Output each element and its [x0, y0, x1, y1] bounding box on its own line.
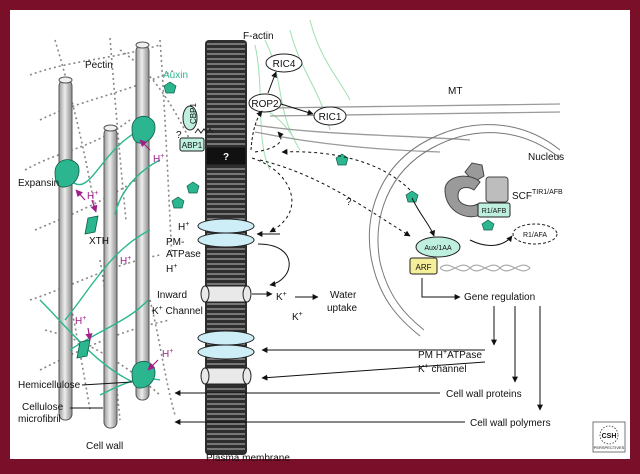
r1afb-label: R1/AFB — [482, 208, 507, 215]
hemicellulose-strands — [39, 129, 161, 396]
k-channel-lower-label: K+ channel — [418, 363, 467, 375]
abp1-question-label: ? — [176, 130, 182, 141]
hemicellulose-leader — [81, 381, 133, 386]
nucleus-envelope — [368, 124, 561, 337]
nucleus-label: Nucleus — [528, 152, 564, 163]
arf-label: ARF — [416, 263, 432, 272]
scf-complex — [444, 162, 511, 218]
svg-text:CSH: CSH — [602, 433, 617, 440]
plasma-membrane-label: Plasma membrane — [206, 453, 290, 464]
pm-h-atpase-label: PM H+ATPase — [418, 349, 482, 361]
ric4-shape — [265, 53, 303, 73]
abp1-label: ABP1 — [182, 141, 203, 150]
signal-question-label: ? — [346, 197, 352, 208]
hplus-label-pm: H+ — [178, 221, 189, 233]
proton-arrows — [75, 139, 159, 371]
hplus-wall-3: H+ — [120, 255, 131, 267]
rop2-label: ROP2 — [251, 99, 279, 110]
gene-regulation-label: Gene regulation — [464, 292, 535, 303]
abp1-linker — [194, 128, 214, 134]
aux1aa-label: Aux/1AA — [424, 245, 452, 252]
uptake-label: uptake — [327, 303, 357, 314]
ric4-label: RIC4 — [273, 59, 296, 70]
hplus-wall-2: H+ — [153, 153, 164, 165]
kplus-inside-label: K+ — [276, 291, 287, 303]
k-channel-label: K+ Channel — [152, 305, 203, 317]
ric1-label: RIC1 — [319, 112, 342, 123]
cellulose-label: Cellulose — [22, 402, 64, 413]
gene-regulation-arrow — [421, 278, 461, 300]
svg-text:PERSPECTIVES: PERSPECTIVES — [594, 445, 625, 450]
hplus-wall-1: H+ — [87, 190, 98, 202]
cell-wall-polymers-label: Cell wall polymers — [470, 418, 551, 429]
hplus-label-pm2: H+ — [166, 263, 177, 275]
rop-arrows — [250, 71, 314, 151]
atpase-to-channel-arrow — [257, 243, 290, 287]
unknown-receptor-label: ? — [223, 152, 229, 163]
unknown-receptor-box — [206, 147, 246, 165]
pm-atpase-top — [197, 218, 255, 248]
mt-label: MT — [448, 86, 462, 97]
expansin-label: Expansin — [18, 178, 59, 189]
hemicellulose-label: Hemicellulose — [18, 380, 81, 391]
auxin-label: Auxin — [163, 70, 188, 81]
water-label: Water — [330, 290, 357, 301]
signal-dashed-arrows — [251, 131, 411, 237]
downstream-arrows — [174, 306, 543, 425]
cell-wall-label: Cell wall — [86, 441, 123, 452]
pm-atpase-bottom — [197, 330, 255, 360]
auxin-to-aux1aa-arrow — [411, 197, 435, 237]
rop2-shape — [248, 93, 282, 113]
cell-wall-proteins-label: Cell wall proteins — [446, 389, 522, 400]
factin-label: F-actin — [243, 31, 274, 42]
pectin-label: Pectin — [85, 60, 113, 71]
degraded-r1afa-shape — [512, 223, 558, 245]
pm-atpase-label-1: PM- — [166, 237, 184, 248]
cbp1-label: CBP1 — [189, 103, 198, 124]
hplus-wall-4: H+ — [75, 315, 86, 327]
ric1-shape — [313, 106, 347, 126]
r1afa-label: R1/AFA — [523, 232, 547, 239]
microfibril-label: microfibril — [18, 414, 61, 425]
xth-label: XTH — [89, 236, 109, 247]
k-channel-bottom — [200, 367, 252, 385]
hplus-wall-5: H+ — [162, 348, 173, 360]
dna-helix — [439, 264, 531, 272]
scf-label: SCFTIR1/AFB — [512, 189, 563, 202]
arf-shape — [409, 257, 438, 275]
abp1-shape — [179, 137, 205, 152]
kplus-lower-label: K+ — [292, 311, 303, 323]
pm-atpase-label-2: ATPase — [166, 249, 201, 260]
csh-perspectives-logo: CSH PERSPECTIVES — [592, 421, 626, 453]
inward-label: Inward — [157, 290, 187, 301]
auxin-in-receptor — [481, 219, 495, 231]
degradation-arrow — [469, 235, 513, 247]
aux1aa-shape — [415, 236, 461, 258]
cbp1-shape — [182, 105, 198, 131]
k-channel-top — [200, 285, 252, 303]
